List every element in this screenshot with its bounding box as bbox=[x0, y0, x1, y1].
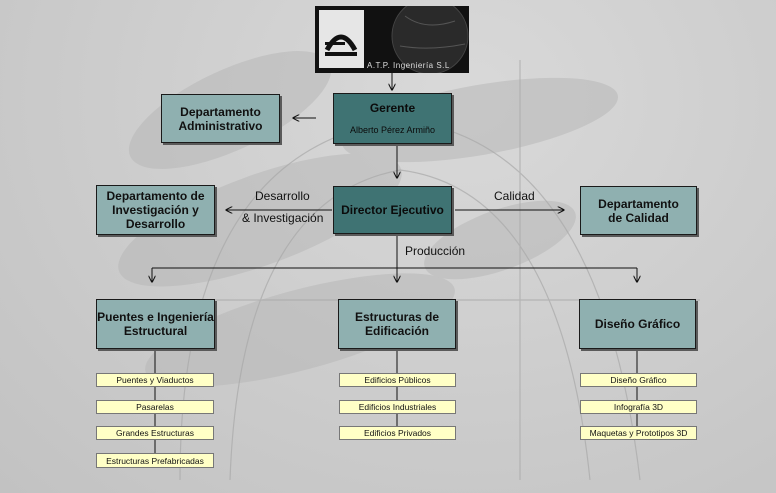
label-desarrollo: Desarrollo bbox=[255, 189, 310, 203]
division-puentes-box[interactable]: Puentes e Ingeniería Estructural bbox=[96, 299, 215, 349]
label-investigacion: & Investigación bbox=[242, 211, 324, 225]
division-edificacion-line2: Edificación bbox=[364, 324, 429, 338]
director-ejecutivo-box[interactable]: Director Ejecutivo bbox=[333, 186, 452, 234]
item-edificios-privados[interactable]: Edificios Privados bbox=[339, 426, 456, 440]
logo-text: A.T.P. Ingeniería S.L bbox=[367, 61, 450, 70]
item-edificios-industriales[interactable]: Edificios Industriales bbox=[339, 400, 456, 414]
dept-calidad-line1: Departamento bbox=[598, 196, 679, 211]
dept-investigacion-box[interactable]: Departamento de Investigación y Desarrol… bbox=[96, 185, 215, 235]
dept-investigacion-line3: Desarrollo bbox=[125, 217, 186, 231]
division-diseno-box[interactable]: Diseño Gráfico bbox=[579, 299, 696, 349]
dept-investigacion-line1: Departamento de bbox=[106, 189, 205, 203]
item-pasarelas[interactable]: Pasarelas bbox=[96, 400, 214, 414]
item-diseno-grafico[interactable]: Diseño Gráfico bbox=[580, 373, 697, 387]
label-calidad: Calidad bbox=[494, 189, 535, 203]
dept-administrativo-box[interactable]: Departamento Administrativo bbox=[161, 94, 280, 143]
division-diseno-line1: Diseño Gráfico bbox=[594, 317, 681, 331]
logo-mark-icon bbox=[319, 6, 469, 73]
dept-calidad-line2: de Calidad bbox=[608, 210, 669, 225]
item-edificios-publicos[interactable]: Edificios Públicos bbox=[339, 373, 456, 387]
item-estructuras-prefabricadas[interactable]: Estructuras Prefabricadas bbox=[96, 453, 214, 468]
item-infografia-3d[interactable]: Infografía 3D bbox=[580, 400, 697, 414]
item-maquetas-prototipos[interactable]: Maquetas y Prototipos 3D bbox=[580, 426, 697, 440]
label-produccion: Producción bbox=[405, 244, 466, 258]
gerente-name: Alberto Pérez Armiño bbox=[349, 124, 436, 135]
division-puentes-line1: Puentes e Ingeniería bbox=[97, 310, 214, 324]
dept-administrativo-line1: Departamento bbox=[180, 104, 261, 119]
director-title: Director Ejecutivo bbox=[341, 203, 444, 217]
dept-administrativo-line2: Administrativo bbox=[178, 118, 263, 133]
division-edificacion-box[interactable]: Estructuras de Edificación bbox=[338, 299, 456, 349]
gerente-box[interactable]: Gerente Alberto Pérez Armiño bbox=[333, 93, 452, 144]
dept-investigacion-line2: Investigación y bbox=[112, 203, 199, 217]
division-puentes-line2: Estructural bbox=[123, 324, 188, 338]
division-edificacion-line1: Estructuras de bbox=[354, 310, 440, 324]
company-logo: A.T.P. Ingeniería S.L bbox=[315, 6, 469, 73]
item-grandes-estructuras[interactable]: Grandes Estructuras bbox=[96, 426, 214, 440]
gerente-title: Gerente bbox=[369, 100, 416, 115]
item-puentes-viaductos[interactable]: Puentes y Viaductos bbox=[96, 373, 214, 387]
dept-calidad-box[interactable]: Departamento de Calidad bbox=[580, 186, 697, 235]
